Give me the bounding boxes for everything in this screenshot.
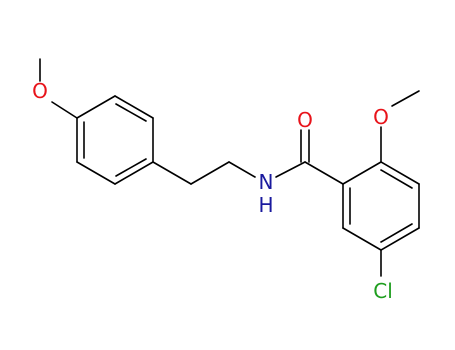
bond: [115, 158, 147, 177]
atom-label-hydrogen: H: [258, 193, 273, 217]
bond: [76, 95, 116, 119]
atom-label-chlorine: Cl: [373, 279, 393, 303]
bond: [190, 161, 230, 185]
atom-label-oxygen: O: [373, 105, 389, 129]
bond: [76, 161, 116, 185]
atom-label-nitrogen: N: [259, 170, 274, 194]
atom-label-oxygen: O: [297, 108, 313, 132]
bond: [152, 161, 192, 185]
bond: [304, 161, 344, 185]
bond: [380, 169, 413, 189]
bond: [342, 227, 382, 251]
atom-label-oxygen: O: [32, 79, 48, 103]
bond: [228, 161, 256, 178]
bond: [380, 161, 420, 185]
bond: [275, 161, 306, 178]
bond: [51, 101, 78, 119]
bond: [114, 95, 154, 119]
bond: [380, 223, 413, 243]
bond: [115, 103, 147, 122]
bond: [114, 161, 154, 185]
bond: [342, 161, 382, 185]
bond: [391, 90, 420, 107]
bond: [380, 227, 420, 251]
